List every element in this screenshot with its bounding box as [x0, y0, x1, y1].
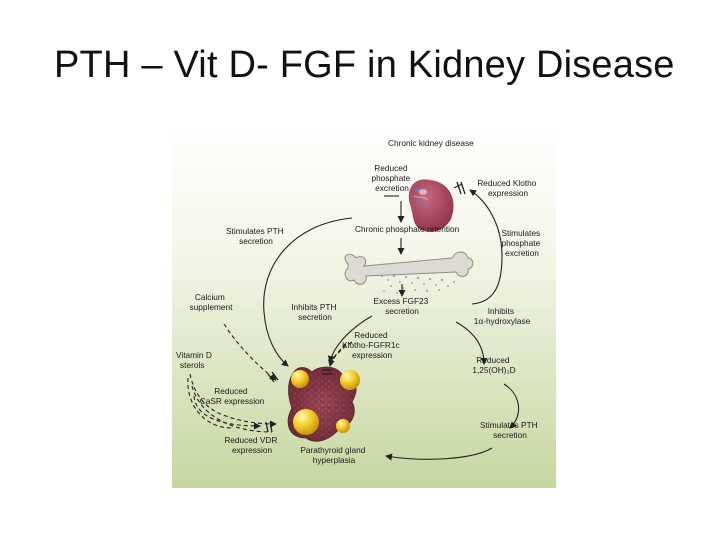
slide-title: PTH – Vit D- FGF in Kidney Disease: [54, 44, 675, 86]
dashed-arrow: [189, 373, 277, 428]
dashed-arrow: [328, 341, 353, 367]
label-stimulates-pth-secretion-right: Stimulates PTH secretion: [480, 420, 540, 440]
arrow: [327, 315, 373, 363]
pth-vitd-fgf-diagram: Chronic kidney disease Reduced phosphate…: [172, 126, 556, 488]
label-reduced-klotho-expression: Reduced Klotho expression: [477, 178, 538, 198]
kidney-icon: [408, 179, 454, 232]
diagram-labels: Chronic kidney disease Reduced phosphate…: [176, 138, 542, 465]
figure-background: [172, 126, 556, 488]
nodule: [340, 370, 360, 390]
dashed-arrow: [223, 323, 277, 381]
arrows: [263, 183, 520, 461]
label-ckd: Chronic kidney disease: [388, 138, 474, 148]
dashed-arrow: [191, 385, 273, 433]
arrow: [385, 447, 493, 461]
nodule: [291, 370, 309, 388]
arrow: [455, 321, 488, 365]
label-excess-fgf23-secretion: Excess FGF23 secretion: [373, 296, 430, 316]
label-stimulates-phosphate-excretion: Stimulates phosphate excretion: [501, 228, 542, 258]
arrow: [263, 217, 353, 367]
nodule: [293, 409, 319, 435]
label-calcium-supplement: Calcium supplement: [190, 292, 234, 312]
block-marks: [265, 181, 466, 433]
block-mark: [456, 181, 466, 195]
dashed-arrows-vdr: [193, 395, 261, 430]
dashed-arrow: [329, 343, 347, 367]
label-reduced-vdr-expression: Reduced VDR expression: [224, 435, 279, 455]
label-inhibits-1a-hydroxylase: Inhibits 1α-hydroxylase: [474, 306, 531, 326]
label-reduced-klotho-fgfr1c: Reduced Klotho-FGFR1c expression: [342, 330, 402, 360]
block-mark: [322, 369, 332, 375]
dashed-arrows: [187, 323, 353, 433]
dashed-arrow: [193, 395, 261, 430]
dashed-arrow: [187, 377, 233, 429]
label-reduced-phosphate-excretion: Reduced phosphate excretion: [371, 163, 412, 193]
diagram-canvas: Chronic kidney disease Reduced phosphate…: [172, 126, 556, 488]
arrow: [503, 383, 520, 429]
bone-icon: [344, 251, 474, 294]
label-vitamin-d-sterols: Vitamin D sterols: [176, 350, 214, 370]
nodule: [336, 419, 350, 433]
block-mark: [265, 421, 273, 433]
label-reduced-125-oh2d: Reduced 1,25(OH)₂D: [472, 355, 515, 375]
block-mark: [267, 371, 279, 383]
label-chronic-phosphate-retention: Chronic phosphate retention: [355, 224, 460, 234]
arrow: [469, 189, 503, 305]
label-reduced-casr-expression: Reduced CaSR expression: [200, 386, 265, 406]
parathyroid-gland-icon: [287, 366, 360, 442]
label-stimulates-pth-secretion-top: Stimulates PTH secretion: [226, 226, 286, 246]
label-parathyroid-gland-hyperplasia: Parathyroid gland hyperplasia: [300, 445, 367, 465]
label-inhibits-pth-secretion: Inhibits PTH secretion: [291, 302, 339, 322]
